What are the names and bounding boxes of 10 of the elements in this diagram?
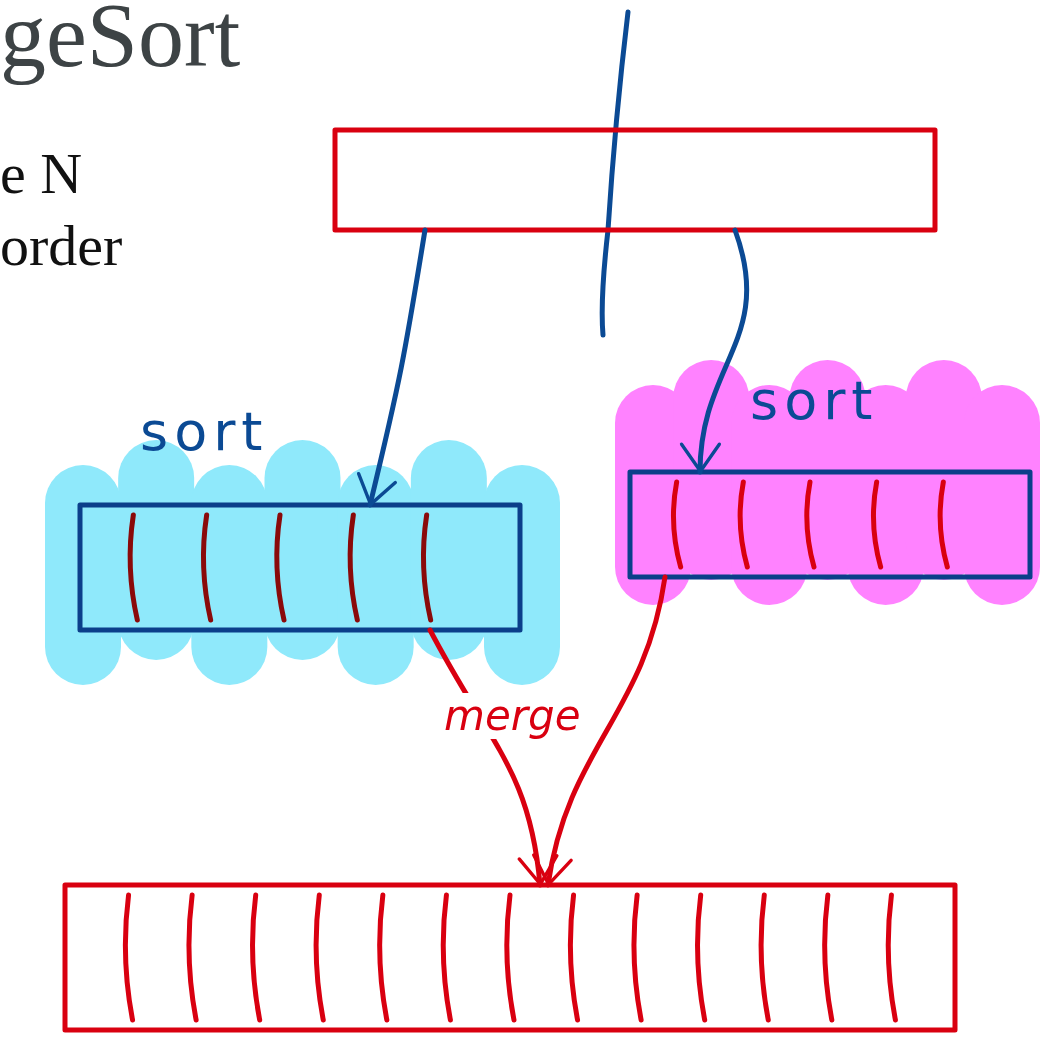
text-fragment: order xyxy=(0,212,123,279)
arrow xyxy=(533,574,668,888)
arrow xyxy=(681,227,749,475)
array-bar xyxy=(65,885,955,1030)
array-bar xyxy=(335,130,935,230)
text-fragment: e N xyxy=(0,140,83,207)
arrow xyxy=(356,227,428,508)
annotation: sort xyxy=(750,374,879,428)
annotation: sort xyxy=(140,405,269,459)
title: geSort xyxy=(0,0,241,88)
